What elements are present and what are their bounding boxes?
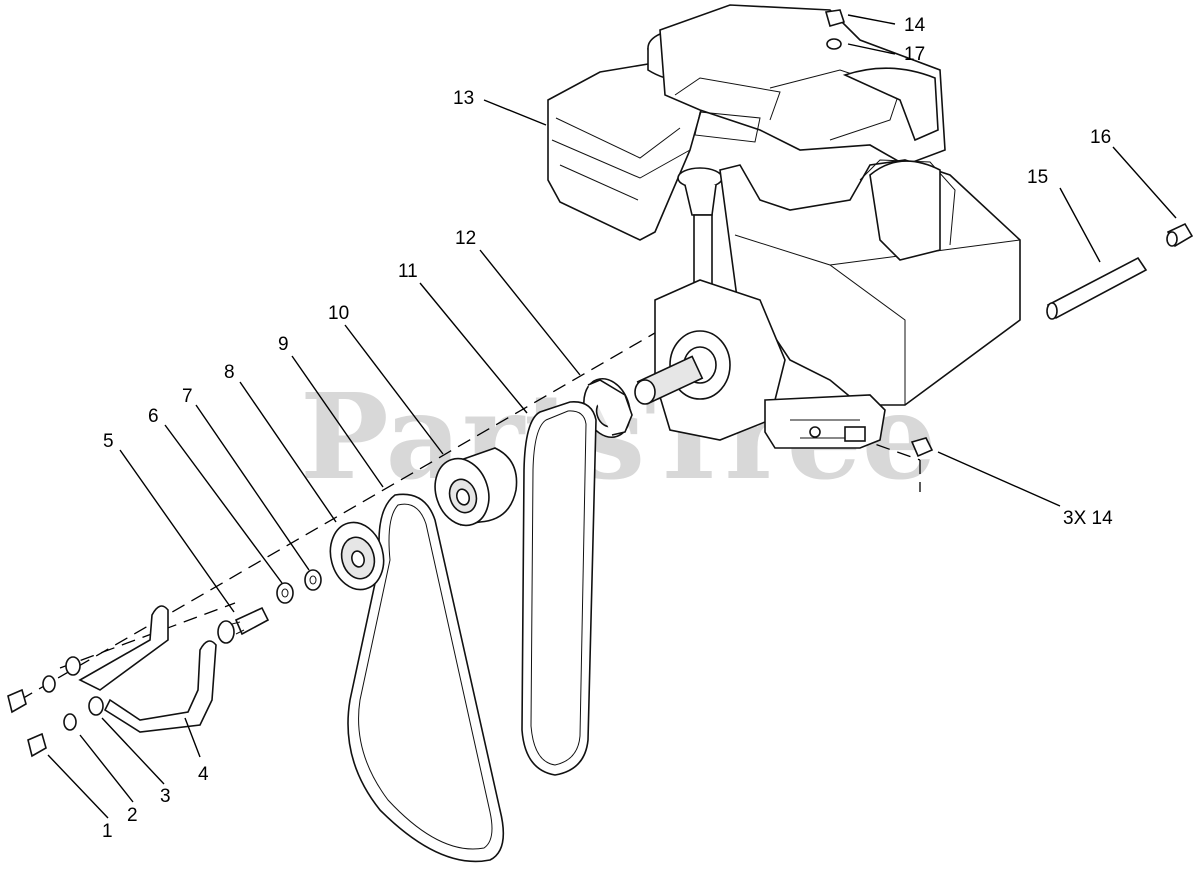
parts-1-2-3-hardware [7,656,104,758]
part-6-nut [276,582,294,604]
callout-4: 4 [198,764,209,785]
part-7-washer [304,569,322,591]
callout-14: 14 [904,15,926,36]
callout-5: 5 [103,431,114,452]
part-4-idler-bracket [78,605,217,733]
callout-2: 2 [127,805,138,826]
callout-7: 7 [182,386,193,407]
callout-labels: 1 2 3 4 5 6 7 8 9 10 11 12 13 14 15 16 1… [102,15,1113,842]
part-16-sleeve [1166,222,1194,248]
part-5-shoulder-bolt [217,606,270,644]
part-14-17-top-hardware [824,9,846,50]
callout-16: 16 [1090,127,1111,148]
callout-12: 12 [455,228,476,249]
callout-17: 17 [904,44,925,65]
callout-3x14: 3X 14 [1063,508,1113,529]
callout-6: 6 [148,406,159,427]
callout-8: 8 [224,362,235,383]
callout-1: 1 [102,821,113,842]
part-11-drive-belt [521,401,597,776]
engine-assembly [547,4,1021,449]
callout-3: 3 [160,786,171,807]
leader-lines [47,14,1177,819]
part-15-spacer [1046,256,1148,320]
part-14-lower-nut [910,437,934,458]
part-10-auger-pulley [434,447,518,527]
callout-10: 10 [328,303,349,324]
callout-9: 9 [278,334,289,355]
callout-13: 13 [453,88,474,109]
callout-11: 11 [398,261,418,282]
part-8-idler-pulley [329,521,385,591]
callout-15: 15 [1027,167,1048,188]
